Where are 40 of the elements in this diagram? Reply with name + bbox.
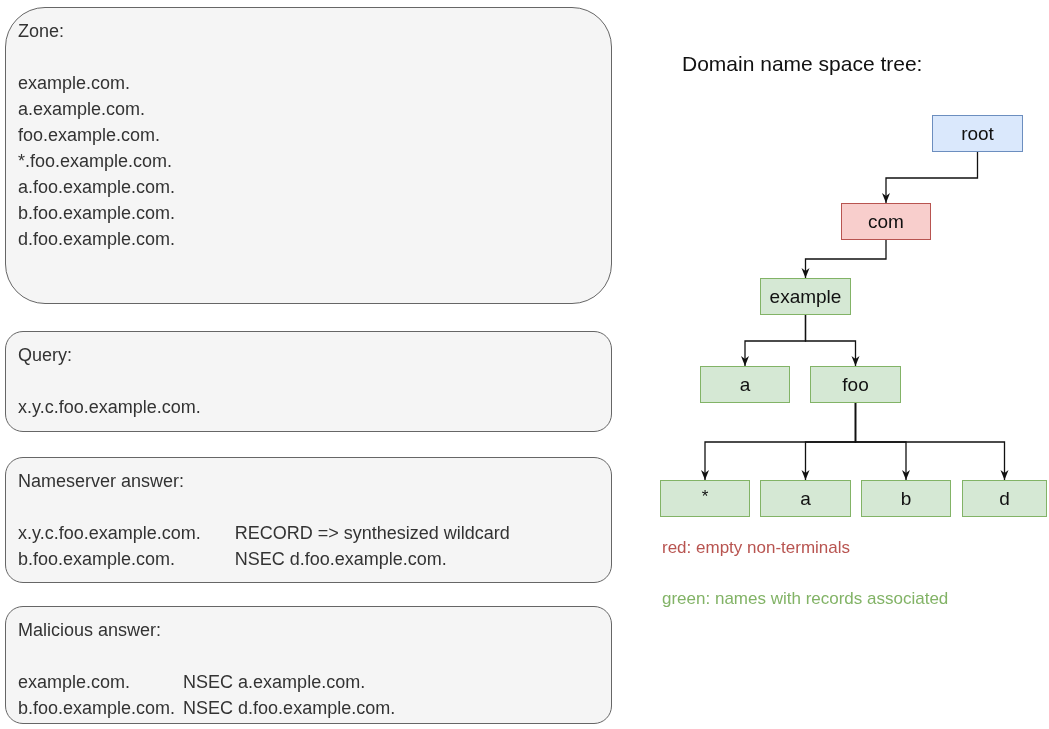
tree-node: com (841, 203, 931, 240)
record-data: NSEC d.foo.example.com. (183, 697, 396, 720)
tree-node: * (660, 480, 750, 517)
domain-name: d.foo.example.com. (18, 228, 176, 251)
arrow (801, 239, 887, 279)
tree-node: root (932, 115, 1023, 152)
tree-node: b (861, 480, 951, 517)
arrow (882, 151, 979, 204)
record-data: NSEC a.example.com. (183, 671, 367, 694)
diagram-title: Domain name space tree: (682, 52, 923, 76)
query-panel (5, 331, 612, 432)
tree-node: d (962, 480, 1047, 517)
domain-name: b.foo.example.com. (18, 202, 176, 225)
record-data: RECORD => synthesized wildcard (234, 522, 510, 545)
zone-panel (5, 7, 612, 304)
domain-name: foo.example.com. (18, 124, 162, 147)
domain-name: a.example.com. (18, 98, 147, 121)
tree-node: a (700, 366, 790, 403)
panel-heading: Nameserver answer: (18, 470, 186, 493)
legend-text: green: names with records associated (662, 589, 949, 609)
tree-node: example (760, 278, 851, 315)
panel-heading: Query: (18, 344, 74, 367)
record-name: x.y.c.foo.example.com. (18, 522, 201, 545)
record-data: NSEC d.foo.example.com. (234, 548, 448, 571)
domain-name: x.y.c.foo.example.com. (18, 396, 201, 419)
record-name: example.com. (18, 671, 132, 694)
record-name: b.foo.example.com. (18, 697, 176, 720)
domain-name: a.foo.example.com. (18, 176, 176, 199)
tree-node: foo (810, 366, 901, 403)
legend-text: red: empty non-terminals (662, 538, 851, 558)
arrow (854, 402, 1009, 481)
domain-name: *.foo.example.com. (18, 150, 174, 173)
arrow (804, 314, 860, 367)
tree-node: a (760, 480, 851, 517)
domain-name: example.com. (18, 72, 132, 95)
answer-panel (5, 606, 612, 724)
panel-heading: Malicious answer: (18, 619, 163, 642)
record-name: b.foo.example.com. (18, 548, 177, 571)
answer-panel (5, 457, 612, 583)
panel-heading: Zone: (18, 20, 66, 43)
